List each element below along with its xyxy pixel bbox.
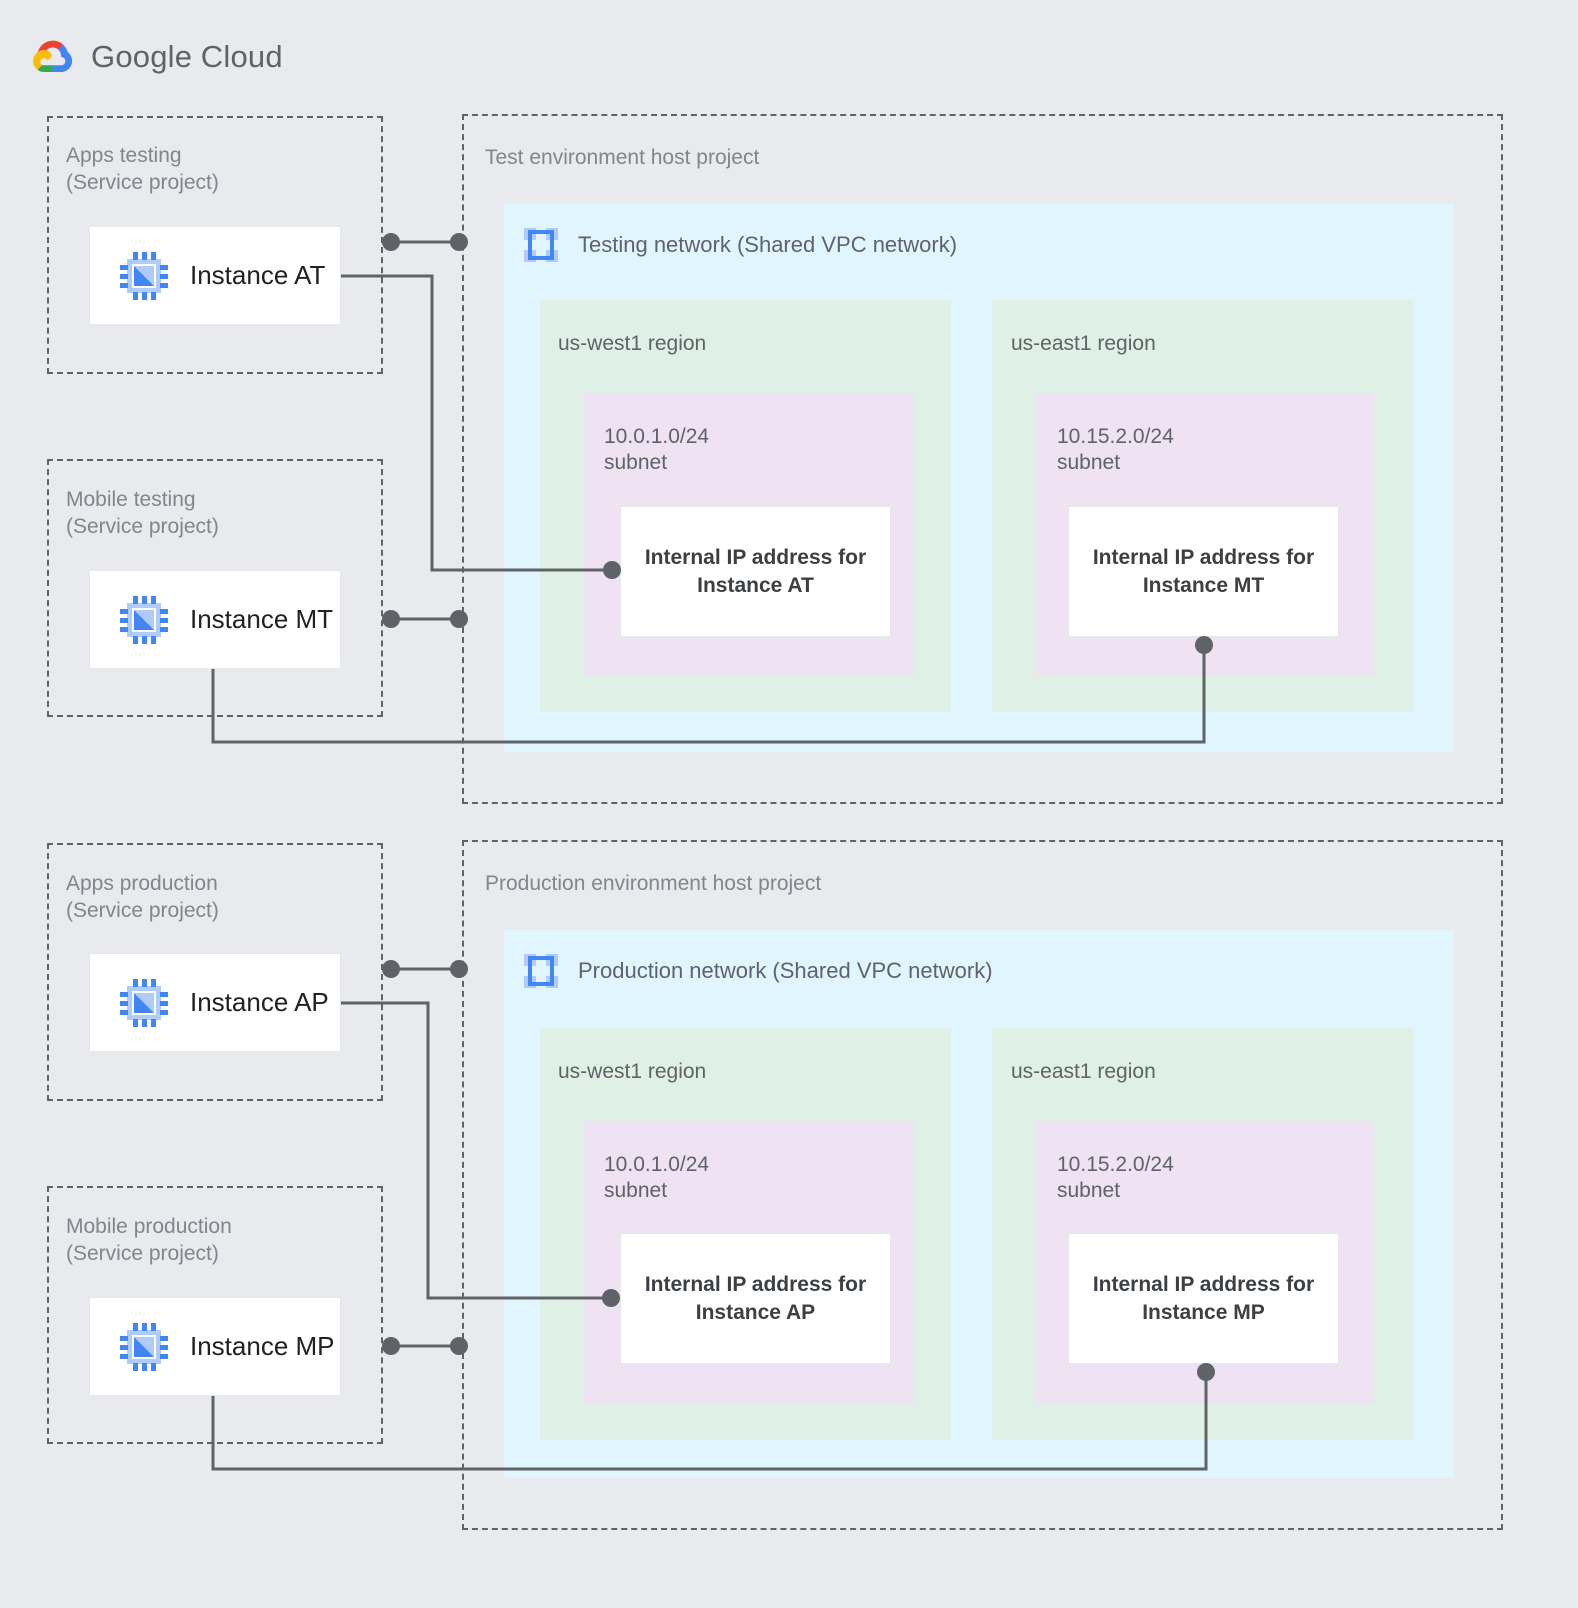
region-label-prod-us-west1: us-west1 region	[558, 1060, 707, 1083]
ip-box-instance-mt: Internal IP address for Instance MT	[1068, 506, 1339, 637]
service-project-mobile-production-label: Mobile production (Service project)	[66, 1215, 232, 1265]
vm-instance-icon	[120, 595, 168, 644]
google-cloud-wordmark: Google Cloud	[91, 39, 283, 75]
instance-card-mp[interactable]: Instance MP	[89, 1297, 341, 1396]
wordmark-google: Google	[91, 39, 193, 74]
instance-at-label: Instance AT	[190, 260, 326, 290]
vpc-network-icon	[522, 952, 560, 990]
connector-mp-boundary	[382, 1337, 468, 1355]
ip-box-instance-at: Internal IP address for Instance AT	[620, 506, 891, 637]
testing-network-label: Testing network (Shared VPC network)	[578, 232, 958, 257]
service-project-apps-production-label: Apps production (Service project)	[66, 872, 219, 922]
service-project-apps-testing-label: Apps testing (Service project)	[66, 144, 219, 194]
subnet-label-prod-us-east1: 10.15.2.0/24 subnet	[1057, 1153, 1174, 1202]
region-label-test-us-west1: us-west1 region	[558, 332, 707, 355]
connector-at-boundary	[382, 233, 468, 251]
instance-card-ap[interactable]: Instance AP	[89, 953, 341, 1052]
ip-box-instance-ap: Internal IP address for Instance AP	[620, 1233, 891, 1364]
google-cloud-logo-icon	[33, 36, 77, 78]
ip-box-instance-at-text: Internal IP address for Instance AT	[644, 545, 867, 597]
instance-mt-label: Instance MT	[190, 604, 334, 634]
production-network-title: Production network (Shared VPC network)	[522, 952, 993, 990]
connector-ap-boundary	[382, 960, 468, 978]
vpc-network-icon	[522, 226, 560, 264]
instance-card-at[interactable]: Instance AT	[89, 226, 341, 325]
instance-mp-label: Instance MP	[190, 1331, 335, 1361]
host-project-test-environment-label: Test environment host project	[485, 146, 760, 169]
subnet-label-prod-us-west1: 10.0.1.0/24 subnet	[604, 1153, 710, 1202]
subnet-label-test-us-west1: 10.0.1.0/24 subnet	[604, 425, 710, 474]
ip-box-instance-mp-text: Internal IP address for Instance MP	[1092, 1272, 1315, 1324]
subnet-label-test-us-east1: 10.15.2.0/24 subnet	[1057, 425, 1174, 474]
ip-box-instance-mt-text: Internal IP address for Instance MT	[1092, 545, 1315, 597]
production-network-label: Production network (Shared VPC network)	[578, 958, 993, 983]
vm-instance-icon	[120, 1322, 168, 1371]
instance-card-mt[interactable]: Instance MT	[89, 570, 341, 669]
region-label-test-us-east1: us-east1 region	[1011, 332, 1156, 355]
region-label-prod-us-east1: us-east1 region	[1011, 1060, 1156, 1083]
wordmark-cloud: Cloud	[200, 39, 283, 74]
vm-instance-icon	[120, 251, 168, 300]
google-cloud-logo: Google Cloud	[33, 36, 283, 78]
ip-box-instance-ap-text: Internal IP address for Instance AP	[644, 1272, 867, 1324]
host-project-production-environment-label: Production environment host project	[485, 872, 822, 895]
ip-box-instance-mp: Internal IP address for Instance MP	[1068, 1233, 1339, 1364]
service-project-mobile-testing-label: Mobile testing (Service project)	[66, 488, 219, 538]
connector-mt-boundary	[382, 610, 468, 628]
instance-ap-label: Instance AP	[190, 987, 329, 1017]
vm-instance-icon	[120, 978, 168, 1027]
testing-network-title: Testing network (Shared VPC network)	[522, 226, 957, 264]
